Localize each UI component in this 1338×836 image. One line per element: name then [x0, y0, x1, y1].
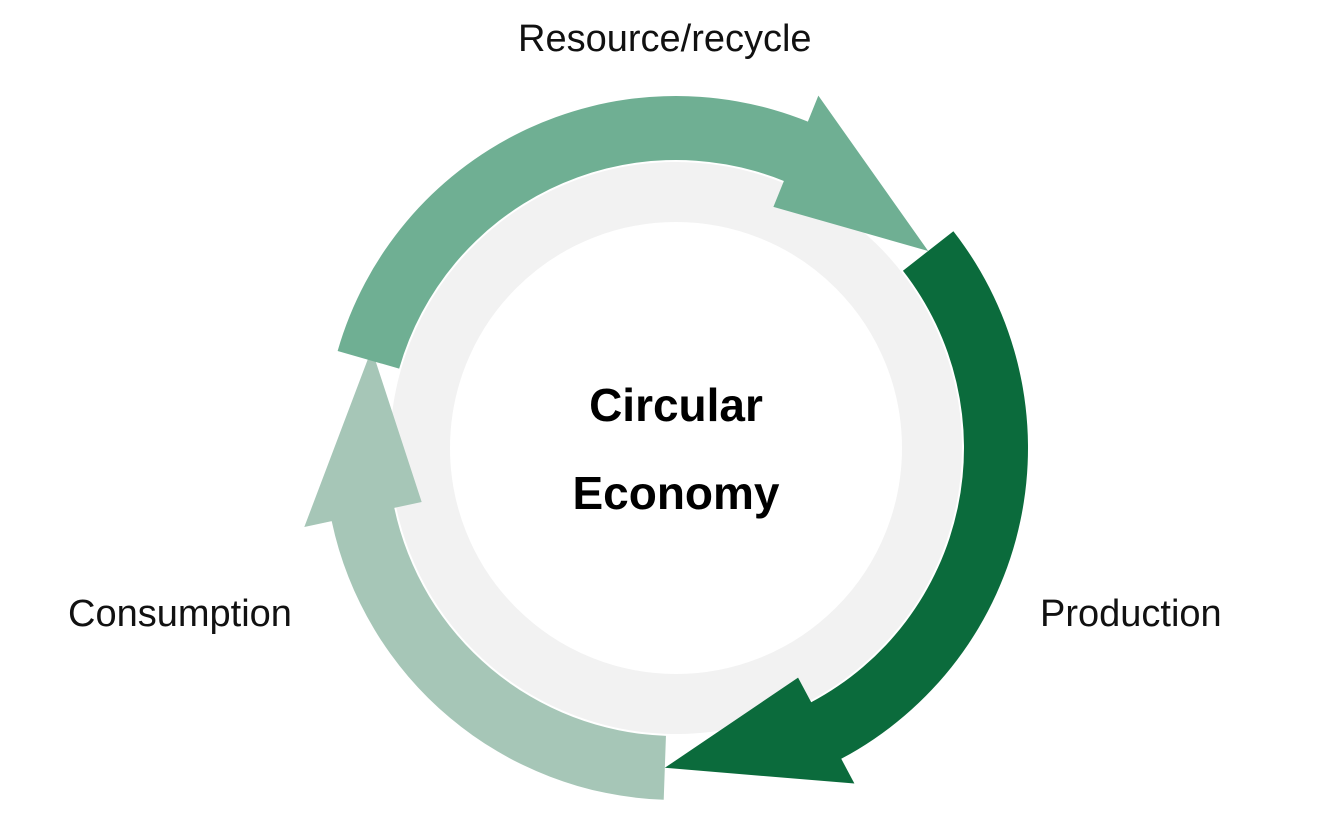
- stage-label-resource-recycle: Resource/recycle: [518, 18, 812, 60]
- inner-ring: [390, 162, 962, 734]
- consumption-arrow: [304, 349, 666, 800]
- stage-label-consumption: Consumption: [68, 593, 292, 635]
- center-title-line-1: Circular: [589, 379, 763, 431]
- stage-label-production: Production: [1040, 593, 1222, 635]
- center-title-line-2: Economy: [572, 467, 780, 519]
- resource-recycle-arrow: [337, 95, 929, 369]
- production-arrow: [664, 231, 1028, 784]
